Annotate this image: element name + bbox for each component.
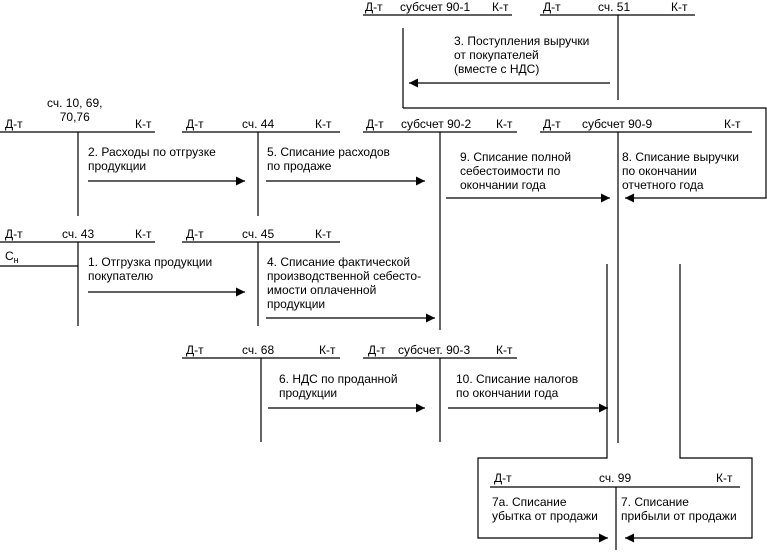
debit-label-43: Д-т: [5, 227, 23, 241]
debit-label-10-69-70-76: Д-т: [5, 117, 23, 131]
account-title-99: сч. 99: [599, 471, 632, 485]
debit-label-99: Д-т: [494, 471, 512, 485]
account-title-90-3: субсчет. 90-3: [398, 343, 471, 357]
credit-label-10-69-70-76: К-т: [135, 117, 152, 131]
t-account-51-frame: [540, 14, 695, 100]
operation-4-text: 4. Списание фактической производственной…: [267, 255, 422, 311]
t-account-44-frame: [182, 131, 340, 216]
credit-label-99: К-т: [716, 471, 733, 485]
debit-label-68: Д-т: [186, 343, 204, 357]
credit-label-44: К-т: [315, 117, 332, 131]
operation-2-text: 2. Расходы по отгрузке продукции: [88, 145, 216, 173]
debit-label-90-1: Д-т: [365, 0, 383, 14]
operation-3-text: 3. Поступления выручки от покупателей (в…: [454, 34, 590, 76]
t-account-45-frame: [182, 241, 340, 326]
t-account-90-2-frame: [363, 131, 517, 330]
debit-label-45: Д-т: [186, 227, 204, 241]
operation-1-text: 1. Отгрузка продукции покупателю: [88, 255, 213, 283]
operation-10-text: 10. Списание налогов по окончании года: [456, 372, 579, 400]
opening-balance-label: Сн: [5, 249, 19, 265]
account-title-10-69-70-76: сч. 10, 69, 70,76: [47, 96, 103, 124]
arrow-op8: [403, 107, 767, 203]
operation-7a-text: 7а. Списание убытка от продажи: [492, 495, 598, 523]
credit-label-43: К-т: [135, 227, 152, 241]
t-account-90-3-frame: [363, 357, 517, 442]
account-title-68: сч. 68: [242, 343, 275, 357]
operation-6-text: 6. НДС по проданной продукции: [279, 372, 398, 400]
arrow-op7: [625, 264, 753, 543]
account-title-90-9: субсчет 90-9: [582, 117, 653, 131]
operation-9-text: 9. Списание полной себестоимости по окон…: [460, 150, 572, 192]
credit-label-68: К-т: [319, 343, 336, 357]
t-account-43-frame: [0, 241, 155, 326]
operation-7-text: 7. Списание прибыли от продажи: [621, 495, 737, 523]
account-title-90-2: субсчет 90-2: [401, 117, 472, 131]
debit-label-51: Д-т: [543, 0, 561, 14]
t-account-90-1-frame: [363, 14, 512, 108]
credit-label-90-1: К-т: [492, 0, 509, 14]
debit-label-90-3: Д-т: [368, 343, 386, 357]
operation-5-text: 5. Списание расходов по продаже: [267, 145, 390, 173]
debit-label-90-2: Д-т: [366, 117, 384, 131]
credit-label-51: К-т: [671, 0, 688, 14]
credit-label-90-3: К-т: [496, 343, 513, 357]
debit-label-90-9: Д-т: [543, 117, 561, 131]
account-title-44: сч. 44: [242, 117, 275, 131]
debit-label-44: Д-т: [186, 117, 204, 131]
arrow-op7a: [477, 264, 608, 543]
account-title-43: сч. 43: [62, 227, 95, 241]
account-title-51: сч. 51: [598, 0, 631, 14]
t-account-68-frame: [182, 357, 340, 442]
t-account-10-69-70-76-frame: [0, 131, 155, 216]
t-account-90-9-frame: [540, 131, 752, 443]
credit-label-45: К-т: [315, 227, 332, 241]
operation-8-text: 8. Списание выручки по окончании отчетно…: [622, 150, 739, 192]
account-title-90-1: субсчет 90-1: [400, 0, 471, 14]
account-title-45: сч. 45: [242, 227, 275, 241]
t-account-99-frame: [490, 486, 740, 550]
credit-label-90-9: К-т: [724, 117, 741, 131]
credit-label-90-2: К-т: [496, 117, 513, 131]
